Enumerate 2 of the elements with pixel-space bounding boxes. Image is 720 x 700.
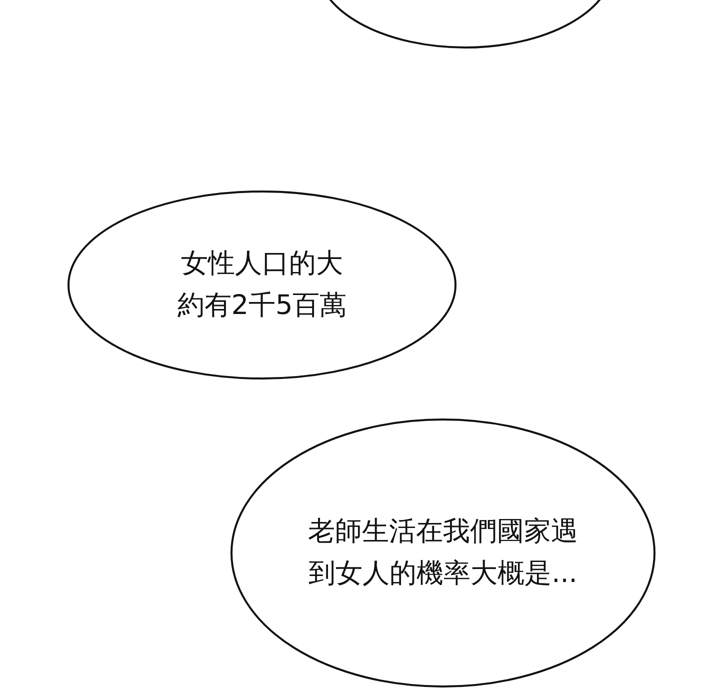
speech-text: 女性人口的大約有2千5百萬 [176,247,348,323]
speech-text: 老師生活在我們國家遇到女人的機率大概是... [307,515,579,591]
